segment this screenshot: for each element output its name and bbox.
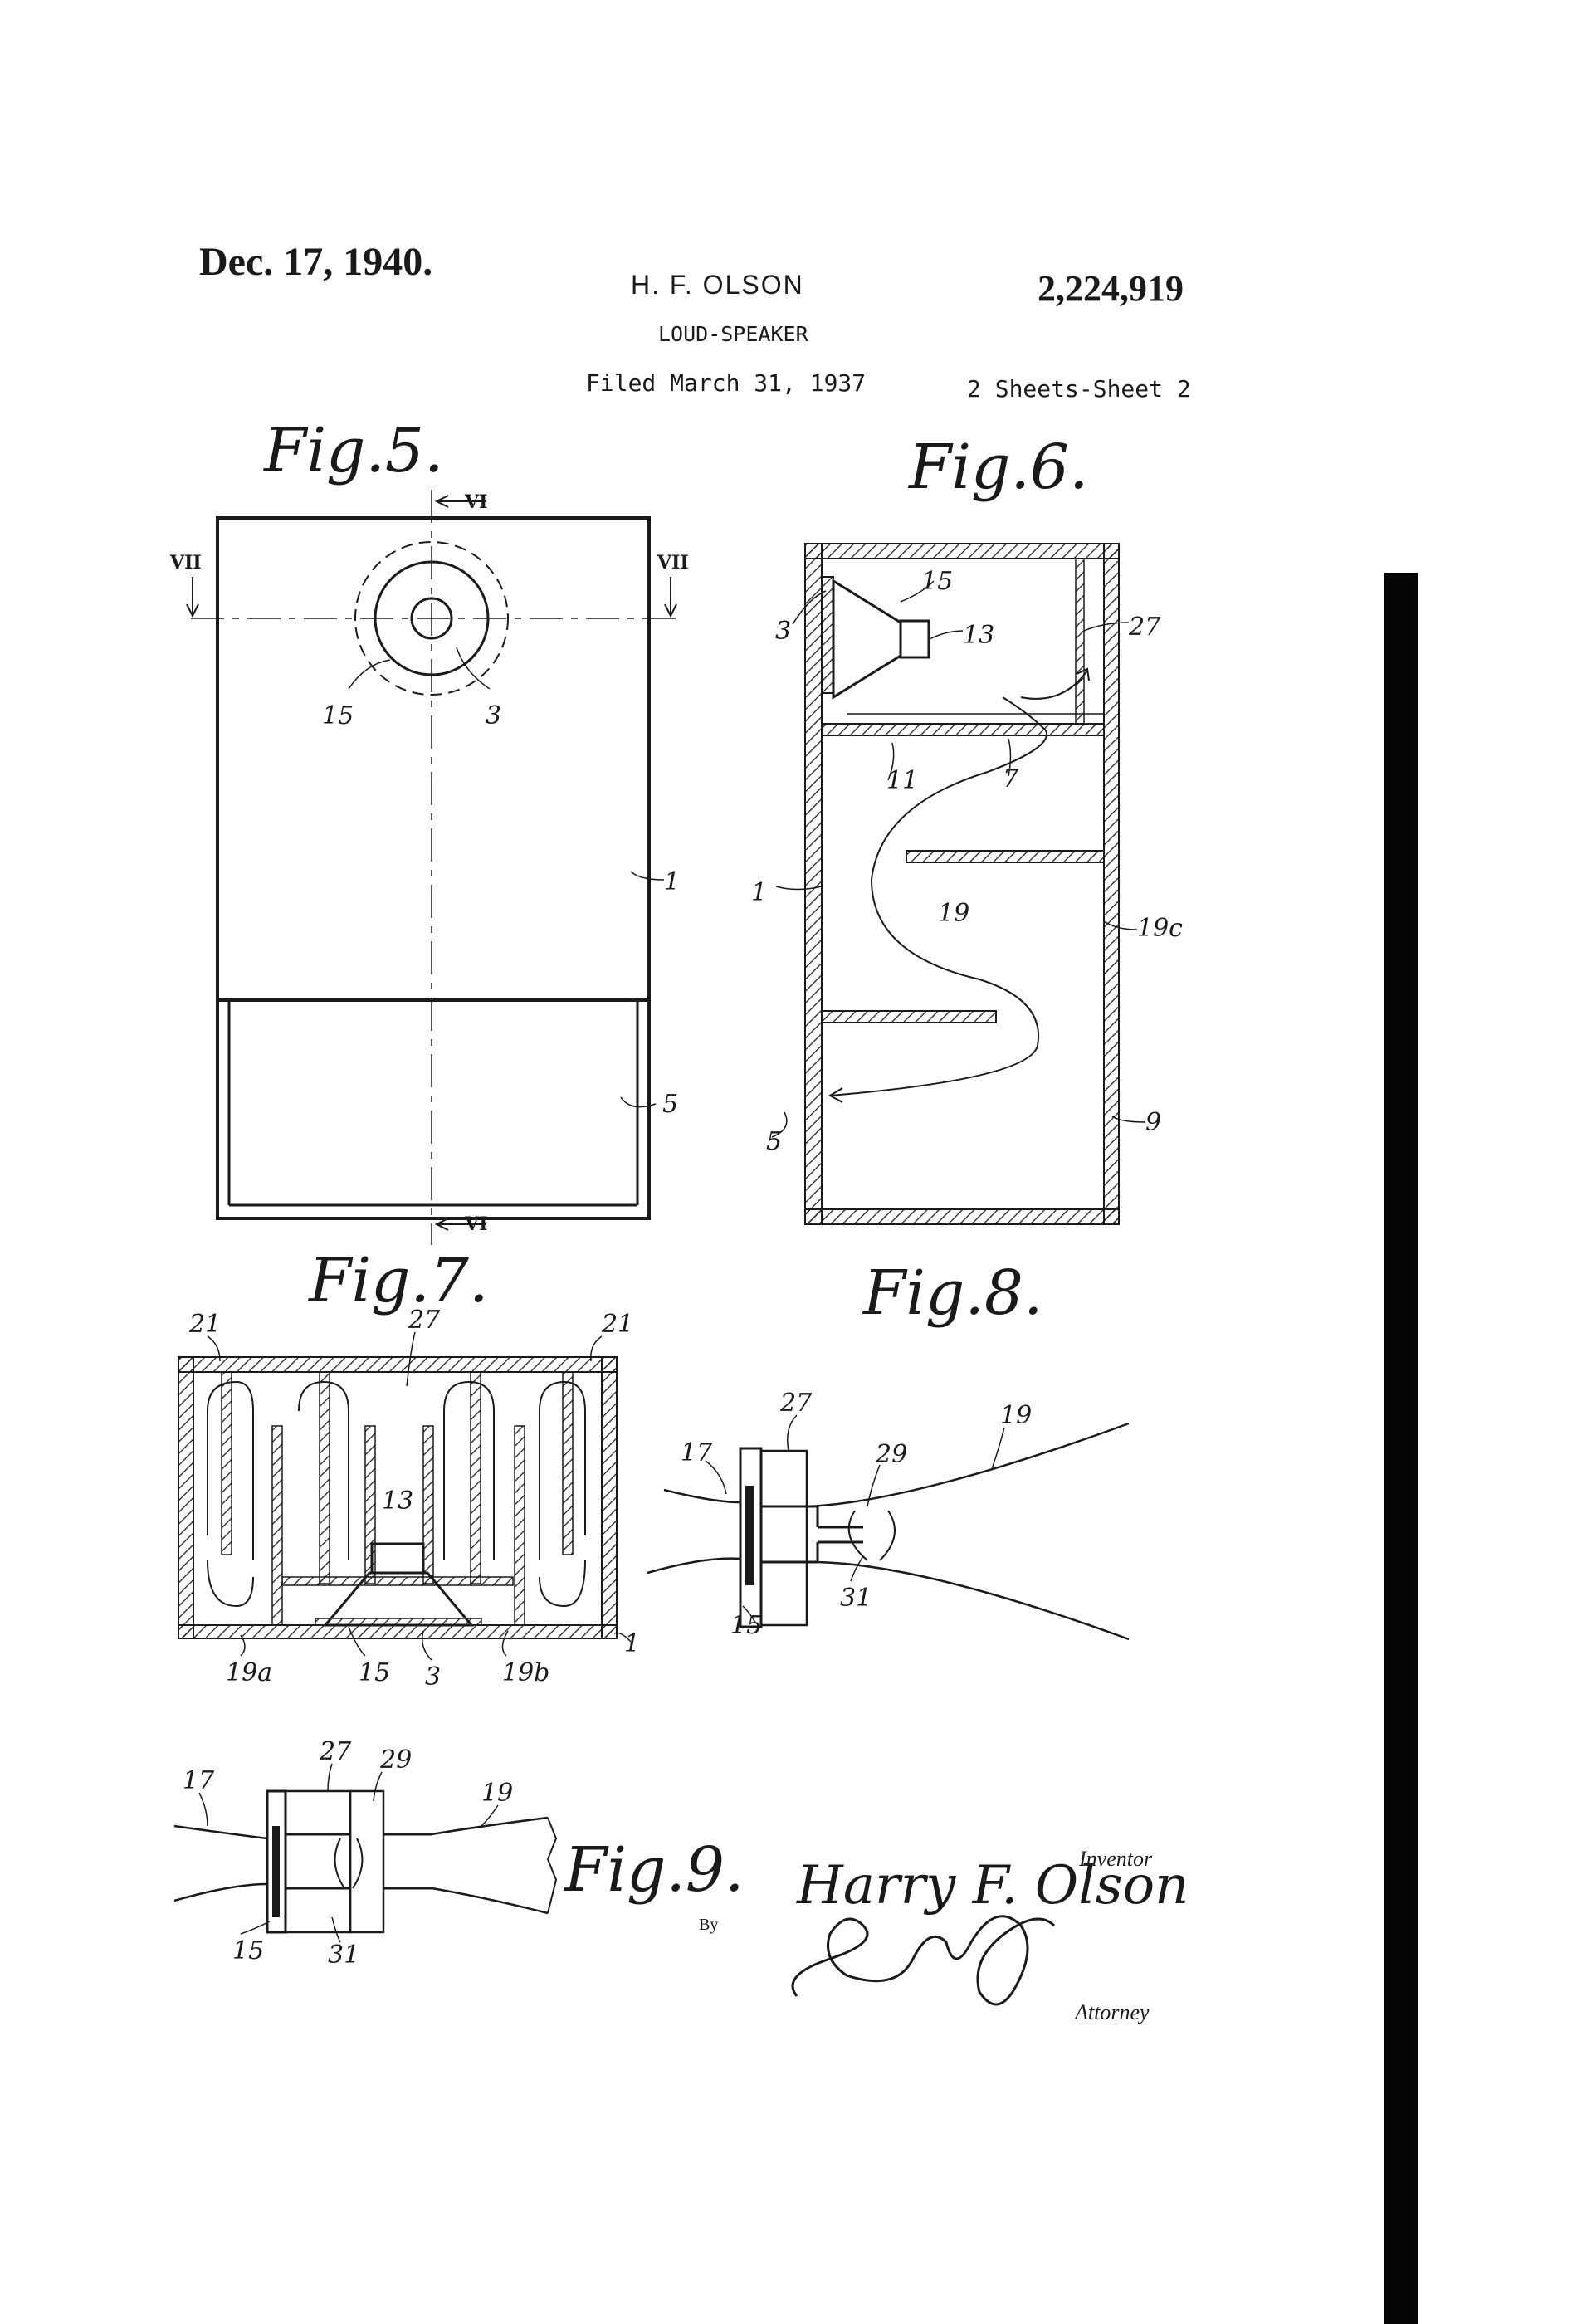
fig9-drawing [173, 1763, 558, 1943]
sheet-number: 2 Sheets-Sheet 2 [967, 375, 1191, 403]
ref-15-fig7: 15 [359, 1658, 390, 1687]
ref-13-fig7: 13 [382, 1487, 413, 1516]
ref-21b-fig7: 21 [601, 1310, 633, 1339]
ref-19-fig8: 19 [1000, 1401, 1032, 1430]
ref-29-fig9: 29 [379, 1745, 412, 1775]
fig5-drawing [186, 490, 681, 1245]
patent-number: 2,224,919 [1038, 268, 1184, 309]
fig7-drawing [178, 1331, 632, 1661]
by-label: By [699, 1916, 719, 1934]
filed-date: Filed March 31, 1937 [586, 369, 867, 397]
inventor-label: Inventor [1079, 1847, 1153, 1871]
ref-29-fig8: 29 [875, 1440, 907, 1469]
section-mark-vii-left: VII [169, 552, 202, 574]
ref-27-fig9: 27 [319, 1737, 352, 1766]
attorney-label: Attorney [1075, 2000, 1150, 2024]
ref-19a-fig7: 19a [226, 1658, 272, 1687]
attorney-signature [791, 1915, 1056, 2006]
ref-19b-fig7: 19b [502, 1658, 549, 1687]
ref-1-fig7: 1 [624, 1629, 640, 1658]
section-mark-vi-bottom: VI [464, 1213, 487, 1235]
fig7-label: Fig.7. [309, 1245, 489, 1316]
fig8-label: Fig.8. [863, 1257, 1043, 1329]
ref-1-fig5: 1 [664, 867, 680, 896]
ref-3-fig5: 3 [486, 701, 501, 730]
fig8-drawing [647, 1414, 1130, 1641]
patent-title: LOUD-SPEAKER [658, 322, 808, 346]
ref-27-fig8: 27 [779, 1389, 813, 1418]
ref-19-fig9: 19 [481, 1779, 513, 1808]
fig9-label: Fig.9. [564, 1834, 745, 1906]
ref-21a-fig7: 21 [188, 1310, 221, 1339]
scan-edge-bar [1384, 573, 1418, 2324]
ref-5-fig5: 5 [662, 1090, 678, 1119]
ref-15-fig6: 15 [921, 567, 953, 596]
ref-15-fig8: 15 [730, 1611, 762, 1640]
ref-15-fig5: 15 [322, 701, 354, 730]
inventor-signature: Harry F. Olson [797, 1855, 1189, 1916]
ref-3-fig7: 3 [425, 1662, 441, 1692]
ref-11-fig6: 11 [886, 766, 918, 795]
ref-17-fig9: 17 [183, 1766, 215, 1795]
ref-31-fig9: 31 [328, 1941, 359, 1970]
ref-27-fig6: 27 [1128, 613, 1161, 642]
ref-7-fig6: 7 [1003, 764, 1019, 793]
ref-19-fig6: 19 [938, 899, 969, 928]
fig6-label: Fig.6. [909, 432, 1089, 503]
ref-27-fig7: 27 [408, 1306, 441, 1335]
ref-1-fig6: 1 [751, 878, 767, 907]
patent-date: Dec. 17, 1940. [199, 240, 433, 284]
ref-5-fig6: 5 [766, 1127, 782, 1156]
ref-13-fig6: 13 [963, 621, 994, 650]
fig5-label: Fig.5. [264, 415, 444, 486]
ref-19c-fig6: 19c [1137, 914, 1183, 943]
ref-3-fig6: 3 [775, 617, 791, 646]
fig6-drawing [771, 543, 1146, 1225]
ref-17-fig8: 17 [681, 1438, 713, 1467]
inventor-name: H. F. OLSON [631, 270, 804, 300]
ref-9-fig6: 9 [1145, 1108, 1161, 1137]
section-mark-vii-right: VII [657, 552, 689, 574]
section-mark-vi-top: VI [464, 491, 487, 513]
ref-15-fig9: 15 [232, 1936, 264, 1965]
ref-31-fig8: 31 [840, 1584, 872, 1613]
